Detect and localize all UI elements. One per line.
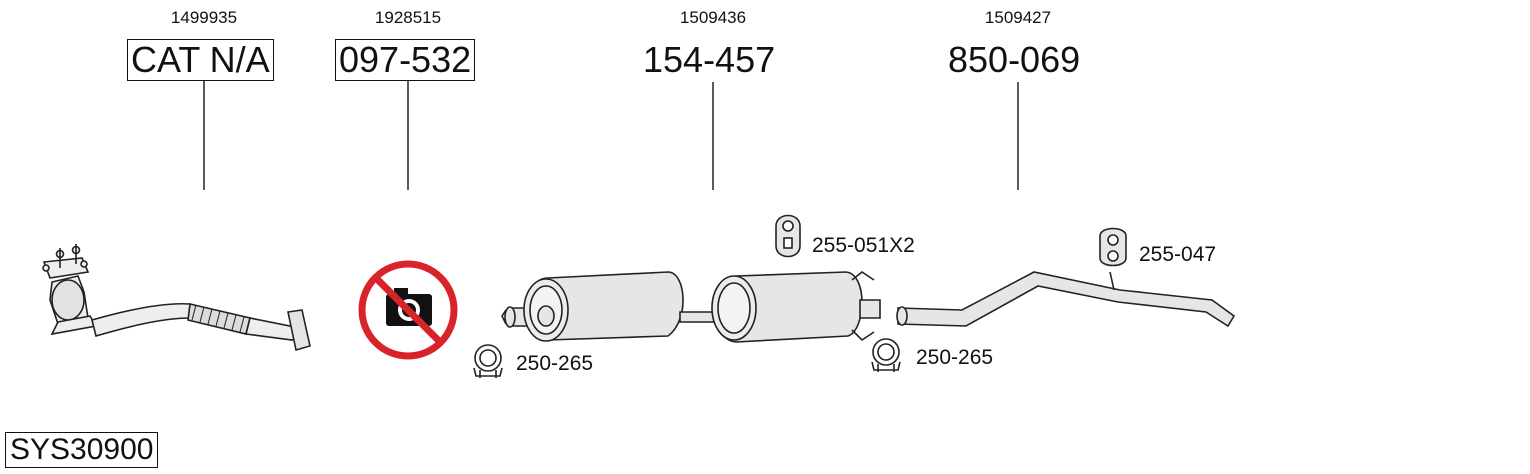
hanger-label-1[interactable]: 255-051X2 <box>812 234 915 257</box>
clamp-label-2[interactable]: 250-265 <box>916 346 994 369</box>
silencer-icon[interactable] <box>501 271 881 343</box>
part-ref-1: 1499935 <box>170 8 238 27</box>
leader-lines <box>203 80 1019 190</box>
part-ref-2: 1928515 <box>374 8 442 27</box>
hanger-label-2[interactable]: 255-047 <box>1139 243 1217 266</box>
rubber-hanger-icon[interactable] <box>1099 227 1127 267</box>
clamp-icon[interactable] <box>871 338 901 372</box>
clamp-icon[interactable] <box>473 344 503 378</box>
part-number-3[interactable]: 154-457 <box>643 39 776 80</box>
catalytic-converter-icon[interactable] <box>42 244 311 352</box>
no-photo-icon <box>358 260 458 360</box>
part-number-2[interactable]: 097-532 <box>335 39 476 81</box>
tailpipe-icon[interactable] <box>896 271 1236 328</box>
part-ref-3: 1509436 <box>679 8 747 27</box>
part-number-4[interactable]: 850-069 <box>948 39 1081 80</box>
system-code: SYS30900 <box>5 432 159 468</box>
rubber-hanger-icon[interactable] <box>775 214 801 258</box>
clamp-label-1[interactable]: 250-265 <box>516 352 594 375</box>
part-number-1[interactable]: CAT N/A <box>127 39 274 81</box>
part-ref-4: 1509427 <box>984 8 1052 27</box>
